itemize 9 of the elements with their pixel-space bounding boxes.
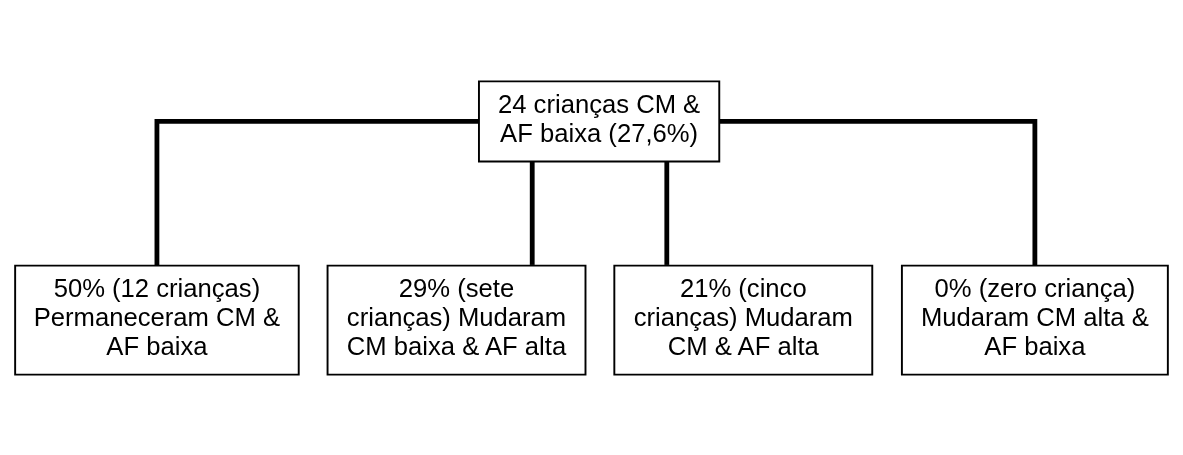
connector bbox=[719, 118, 1038, 265]
node-box: 0% (zero criança) Mudaram CM alta & AF baixa bbox=[900, 264, 1169, 376]
connector bbox=[154, 118, 479, 265]
node-box: 21% (cinco crianças) Mudaram CM & AF alta bbox=[613, 264, 874, 376]
node-box: 24 crianças CM & AF baixa (27,6%) bbox=[478, 79, 721, 162]
connector bbox=[529, 161, 535, 265]
node-box: 29% (sete crianças) Mudaram CM baixa & AF alta bbox=[326, 264, 587, 376]
node-box: 50% (12 crianças) Permaneceram CM & AF baixa bbox=[14, 264, 300, 376]
connector bbox=[664, 161, 670, 265]
